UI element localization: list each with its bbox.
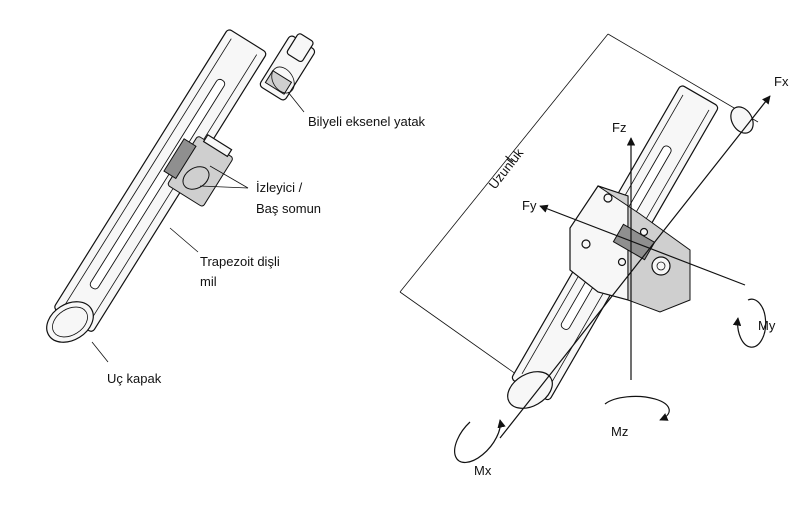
length-dimension-line bbox=[399, 33, 609, 293]
length-extension-top bbox=[607, 33, 759, 123]
shaft-label-line1: Trapezoit dişli bbox=[200, 254, 280, 269]
fy-axis-arrow bbox=[539, 204, 746, 286]
my-label: My bbox=[758, 318, 776, 333]
mx-label: Mx bbox=[474, 463, 492, 478]
shaft-label-line2: mil bbox=[200, 274, 217, 289]
mz-moment-arc bbox=[604, 395, 670, 421]
follower-leader-2 bbox=[199, 185, 249, 189]
follower-label-line1: İzleyici / bbox=[256, 180, 303, 195]
bearing-leader bbox=[287, 91, 305, 113]
bearing-label: Bilyeli eksenel yatak bbox=[308, 114, 426, 129]
end-cap-label: Uç kapak bbox=[107, 371, 162, 386]
mx-moment-arc bbox=[454, 419, 506, 464]
tube-end-cap bbox=[507, 371, 553, 409]
right-actuator bbox=[399, 33, 771, 464]
fz-label: Fz bbox=[612, 120, 626, 135]
left-actuator bbox=[46, 29, 316, 363]
length-extension-bottom bbox=[399, 291, 531, 385]
fx-axis-arrow bbox=[499, 95, 771, 439]
follower-leader-1 bbox=[209, 165, 249, 189]
mz-label: Mz bbox=[611, 424, 628, 439]
shaft-leader bbox=[169, 227, 199, 253]
end-cap bbox=[46, 301, 94, 343]
follower-label-line2: Baş somun bbox=[256, 201, 321, 216]
length-symbol: l bbox=[503, 153, 517, 165]
end-cap-leader bbox=[91, 341, 109, 363]
fy-label: Fy bbox=[522, 198, 537, 213]
my-moment-arc bbox=[732, 298, 767, 348]
axial-ball-bearing bbox=[259, 33, 316, 101]
fx-label: Fx bbox=[774, 74, 789, 89]
length-label: Uzunluk bbox=[486, 145, 527, 192]
